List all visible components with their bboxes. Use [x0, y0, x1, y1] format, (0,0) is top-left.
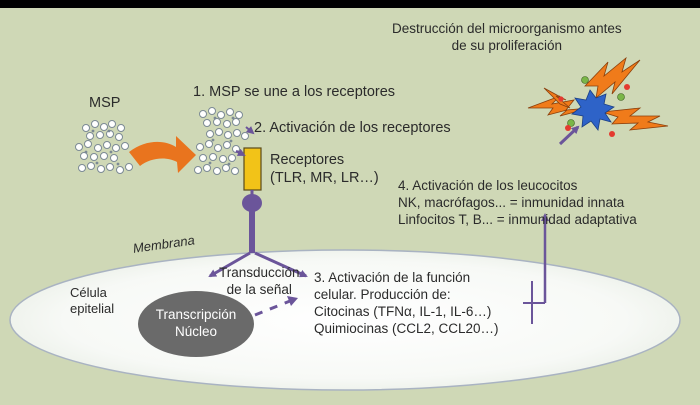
nucleus-label: Transcripción Núcleo — [155, 307, 237, 339]
msp-label: MSP — [89, 95, 121, 111]
top-border — [0, 0, 700, 8]
epithelial-cell-label: Célula epitelial — [70, 285, 115, 316]
step-4-label: 4. Activación de los leucocitos NK, macr… — [398, 178, 637, 227]
step-1-label: 1. MSP se une a los receptores — [193, 84, 396, 100]
msp-molecules-bound — [194, 107, 249, 175]
step-3-label: 3. Activación de la función celular. Pro… — [314, 270, 499, 336]
destruction-label: Destrucción del microorganismo antes de … — [392, 21, 622, 53]
transduction-arrows — [208, 251, 308, 278]
transduction-label: Transducción de la señal — [219, 265, 300, 297]
microorganism-destruction — [527, 56, 669, 146]
bracket-to-leukocytes — [523, 213, 549, 324]
step-2-label: 2. Activación de los receptores — [254, 120, 451, 136]
msp-bound-dots — [208, 116, 235, 166]
msp-arrow — [129, 136, 196, 173]
receptor — [242, 147, 262, 253]
msp-molecules — [75, 120, 133, 174]
nucleus-to-function-arrow — [254, 296, 298, 317]
msp-molecule-dots — [84, 129, 120, 166]
receptors-label: Receptores (TLR, MR, LR…) — [270, 152, 379, 186]
binding-arrows — [235, 126, 255, 157]
nucleus — [138, 291, 254, 357]
